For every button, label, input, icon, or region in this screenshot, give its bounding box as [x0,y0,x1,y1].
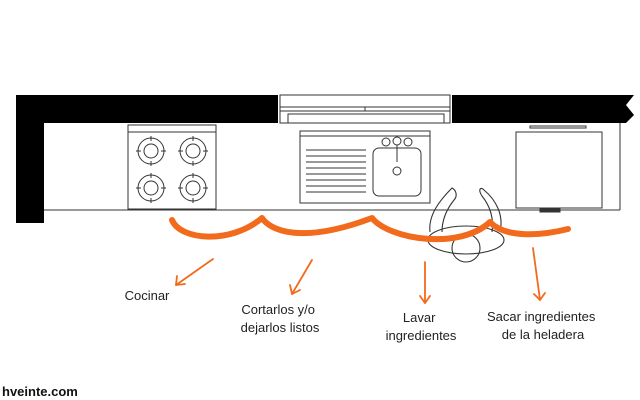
right-wall-top [452,95,624,123]
stove-icon [127,124,217,210]
drainboard [306,149,366,193]
watermark: hveinte.com [2,384,78,399]
burner-4 [178,173,208,203]
label-wash-line-2: ingredientes [386,328,457,343]
person-left-arm [429,187,457,233]
arrow-cook [175,258,214,286]
person-right-arm [479,187,502,233]
sink-frame [299,130,431,204]
window [279,94,451,124]
walls [16,95,634,223]
label-fridge-line-2: de la heladera [502,327,585,342]
left-wall-break [16,215,44,223]
refrigerator-icon [515,125,603,213]
burner-3 [136,173,166,203]
label-cut: Cortarlos y/o dejarlos listos [241,302,320,335]
left-wall-top [16,95,278,123]
label-cut-line-2: dejarlos listos [241,320,320,335]
label-wash-line-1: Lavar [403,310,436,325]
label-wash: Lavar ingredientes [386,310,457,343]
label-cook-line-1: Cocinar [125,288,170,303]
arrows [175,247,546,304]
arrow-cut [289,259,313,295]
fridge-bottom-handle [539,207,561,213]
sink-icon [299,130,431,204]
sink-drain [392,166,402,176]
label-cut-line-1: Cortarlos y/o [241,302,315,317]
label-fridge-line-1: Sacar ingredientes [487,309,596,324]
burner-1 [136,136,166,166]
window-sill [287,113,445,124]
burner-2 [178,136,208,166]
stove-frame [127,124,217,210]
label-cook: Cocinar [125,288,170,303]
arrow-fridge [532,247,546,301]
fridge-body [515,131,603,209]
countertop [44,123,621,211]
arrow-wash [419,261,431,304]
fridge-top-handle [529,125,587,129]
workflow-path [169,215,571,243]
right-wall-break [620,95,634,123]
label-fridge: Sacar ingredientes de la heladera [487,309,599,342]
faucet-icon [381,136,413,162]
left-wall-side [16,95,44,223]
